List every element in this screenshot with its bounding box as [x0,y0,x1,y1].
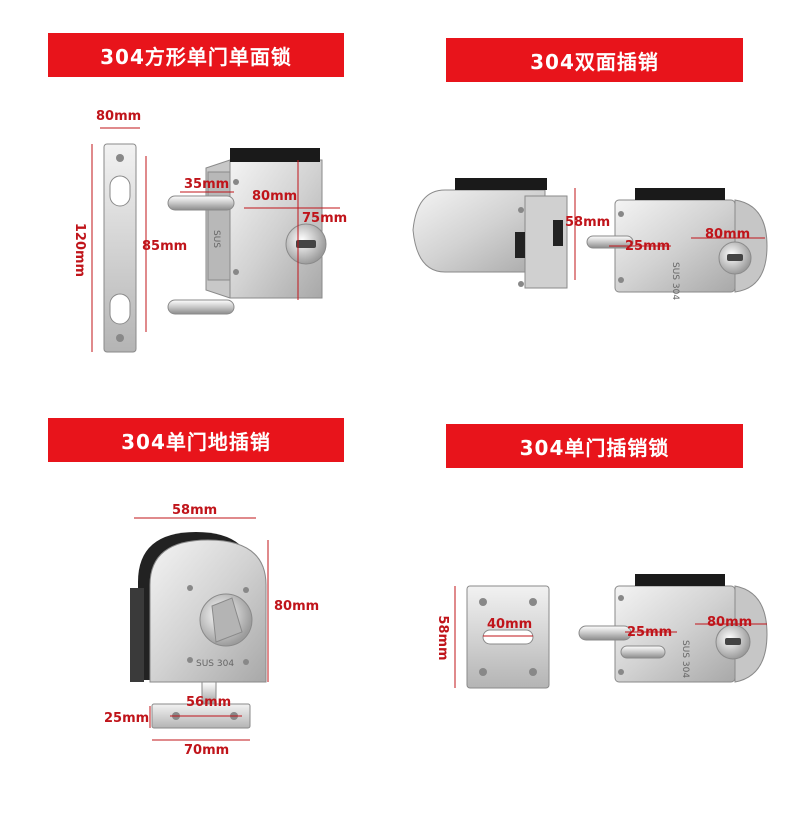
panel-title-square-lock: 304方形单门单面锁 [48,33,344,77]
turn-knob-icon [211,597,243,643]
engraving: SUS 304 [196,659,234,669]
plate-height-label: 120mm [72,223,87,277]
base-hole-label: 56mm [186,695,231,710]
strike-hole [109,293,131,325]
bolt-top [167,195,235,211]
body-width-label: 80mm [705,227,750,242]
top-width-label: 58mm [172,503,217,518]
engraving: SUS [211,230,221,248]
latch-lock-illustration: 40mm 58mm SUS 304 25mm 80mm [435,574,768,689]
latch-bolt [578,625,632,641]
panel-title-double-latch: 304双面插销 [446,38,743,82]
bolt-length-label: 25mm [627,625,672,640]
double-latch-illustration: 58mm SUS 304 25mm 80mm [412,178,768,300]
glass-gasket [635,574,725,586]
engraving: SUS 304 [680,640,690,678]
slot-width-label: 40mm [487,617,532,632]
keyhole-icon [727,254,743,261]
square-lock-illustration: 80mm 120mm 85mm SUS 35mm 80mm 75mm [72,109,347,353]
glass-gasket [635,188,725,200]
latch-pin [620,645,666,659]
panel-title-latch-lock: 304单门插销锁 [446,424,743,468]
latch-socket [553,220,563,246]
base-depth-label: 25mm [104,711,149,726]
bolt-bottom [167,299,235,315]
bolt-length-label: 25mm [625,239,670,254]
floor-latch-illustration: 58mm SUS 304 80mm 56mm 25mm 70mm [104,503,319,758]
body-height-label: 75mm [302,211,347,226]
height-label: 58mm [565,215,610,230]
panel-title-floor-latch: 304单门地插销 [48,418,344,462]
glass-gasket [455,178,547,190]
latch-bolt [586,235,634,249]
hole-span-label: 85mm [142,239,187,254]
engraving: SUS 304 [670,262,680,300]
latch-housing-left [412,189,546,273]
base-width-label: 70mm [184,743,229,758]
strike-hole [109,175,131,207]
body-width-label: 80mm [707,615,752,630]
body-width-label: 80mm [252,189,297,204]
glass-slot [130,588,144,682]
bolt-length-label: 35mm [184,177,229,192]
latch-round-end [734,585,768,683]
keyhole-icon [725,638,741,645]
screw-icon [116,334,124,342]
keyhole-icon [296,240,316,248]
glass-gasket [230,148,320,162]
screw-icon [116,154,124,162]
plate-width-label: 80mm [96,109,141,124]
latch-socket [515,232,525,258]
strike-slot [482,629,534,645]
height-label: 80mm [274,599,319,614]
plate-height-label: 58mm [435,615,450,660]
